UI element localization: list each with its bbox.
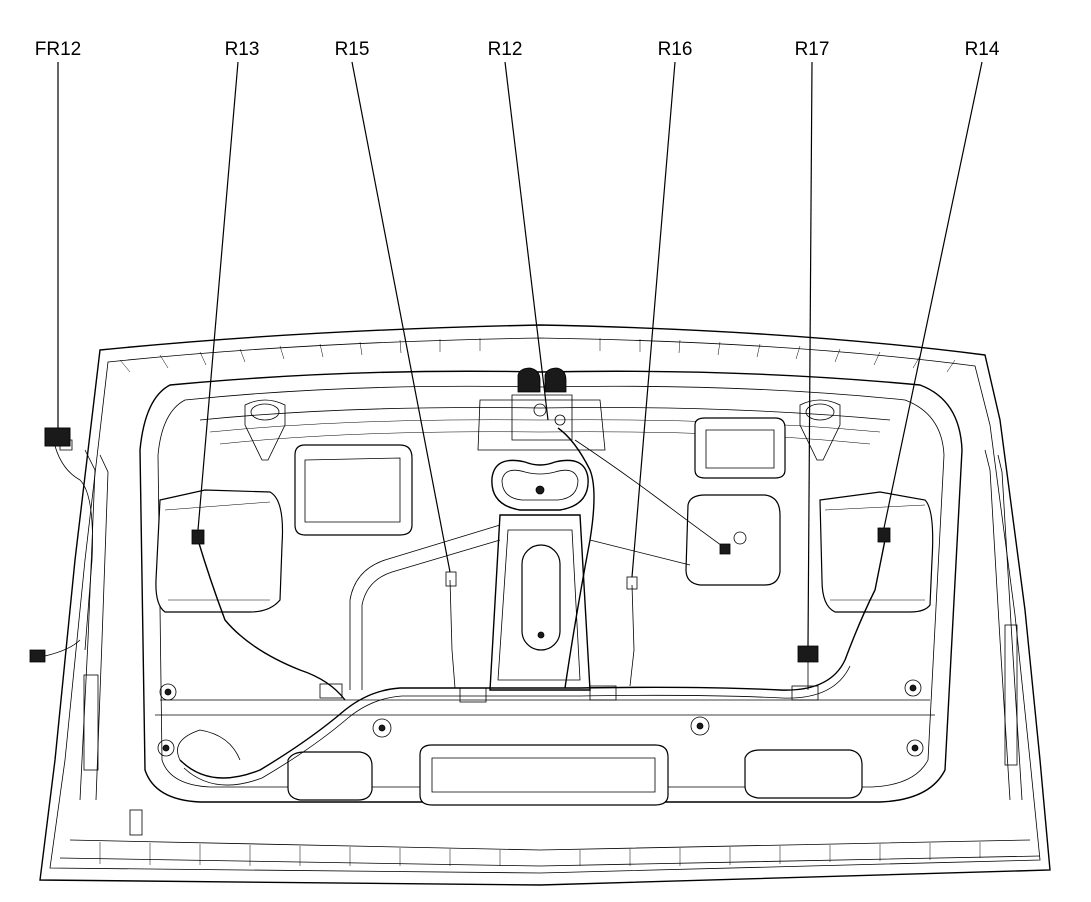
leader-r13 <box>197 61 239 531</box>
leader-r12 <box>504 61 549 421</box>
connectors <box>44 427 891 590</box>
left-cutout <box>155 489 284 613</box>
leader-r15 <box>351 61 451 573</box>
left-side-rail <box>29 427 143 836</box>
callout-r14: R14 <box>965 39 1000 60</box>
wiring-harness <box>177 427 886 786</box>
leader-r16 <box>631 61 676 578</box>
callout-r16: R16 <box>658 39 693 60</box>
bumper-right <box>799 399 841 461</box>
bumper-left <box>244 399 286 461</box>
callout-labels: FR12 R13 R15 R12 R16 R17 R14 <box>35 39 1000 60</box>
connector-fr12 <box>44 427 71 447</box>
upper-right-window <box>694 417 786 479</box>
callout-r12: R12 <box>488 39 523 60</box>
callout-fr12: FR12 <box>35 39 81 60</box>
callout-r15: R15 <box>335 39 370 60</box>
connector-r15 <box>445 571 457 587</box>
callout-r17: R17 <box>795 39 830 60</box>
center-right-plate <box>685 494 781 586</box>
right-side-rail <box>984 449 1023 801</box>
lower-frame <box>155 679 935 806</box>
connector-r13 <box>191 529 205 545</box>
latch-assembly <box>477 367 606 511</box>
center-column <box>349 514 691 691</box>
leader-r14 <box>883 61 983 529</box>
callout-r13: R13 <box>225 39 260 60</box>
leader-r17 <box>807 61 813 647</box>
right-cutout <box>819 491 934 613</box>
trunk-lid-body <box>39 324 1051 886</box>
leader-lines <box>57 61 983 647</box>
upper-left-window <box>294 444 413 536</box>
connector-r14 <box>877 527 891 543</box>
